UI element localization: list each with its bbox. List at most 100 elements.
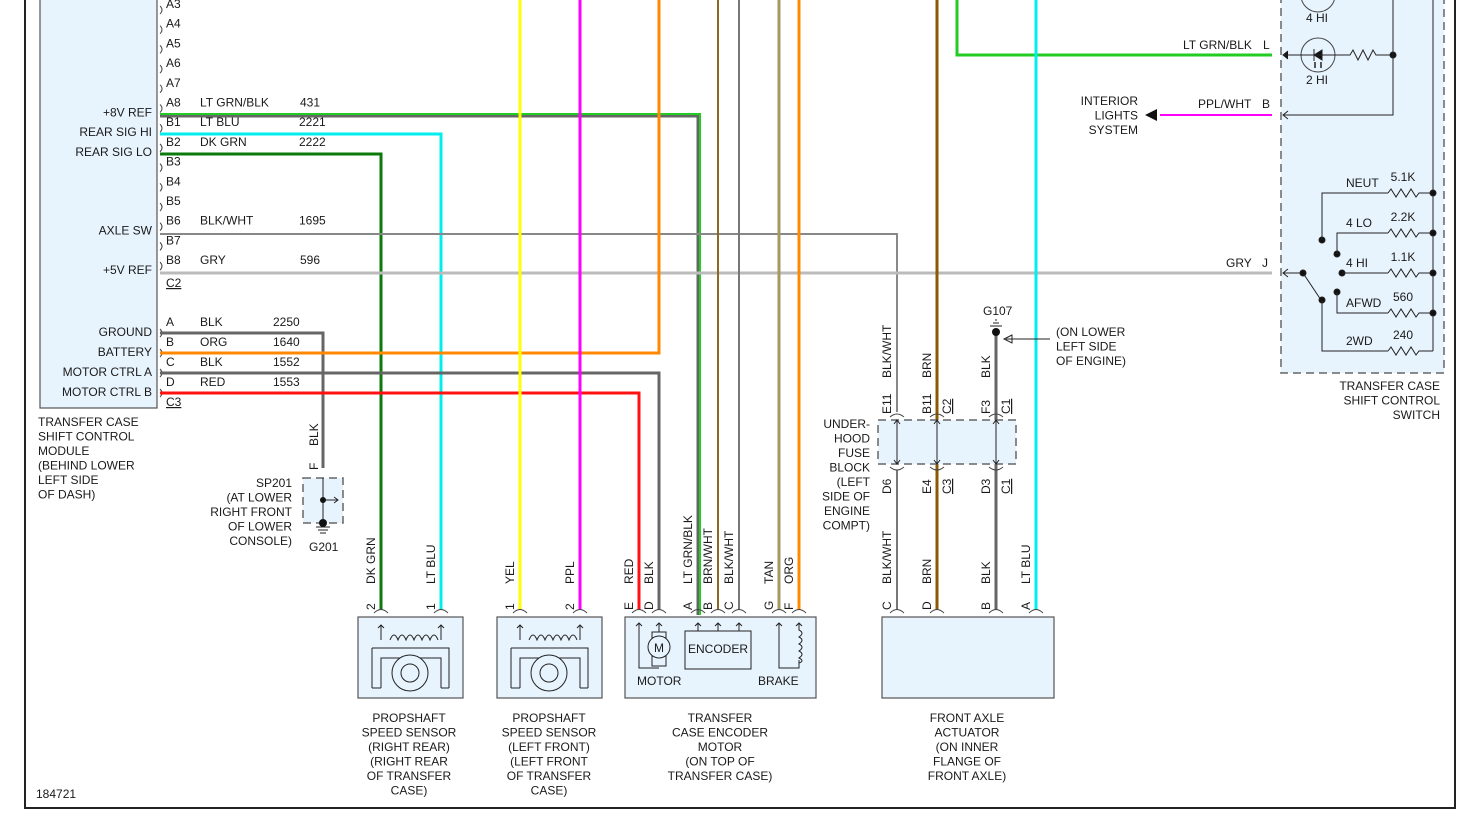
cavity-label: D6: [880, 478, 894, 494]
underhood-fuse-block-box[interactable]: [877, 419, 1017, 465]
wire-color-label: LT BLU: [200, 115, 240, 129]
encoder-title-line: (ON TOP OF: [685, 755, 754, 769]
encoder-title-line: TRANSFER CASE): [668, 769, 773, 783]
pin-label: B: [701, 602, 715, 610]
wire-blk-wht-1695[interactable]: [160, 233, 898, 412]
pin-label: B4: [166, 174, 181, 188]
circuit-number: 2250: [273, 315, 300, 329]
wire-red-1553[interactable]: [160, 391, 641, 610]
wire-color-label: DK GRN: [200, 135, 247, 149]
diagram-frame: [24, 0, 1456, 809]
pin-label: F: [782, 603, 796, 610]
wire-color-label: RED: [200, 375, 226, 389]
wire-color-label: YEL: [503, 561, 517, 584]
wire-blk-1552[interactable]: [160, 371, 661, 610]
switch-position-label: AFWD: [1346, 296, 1382, 310]
pin-label: A: [166, 315, 174, 329]
pin-label: A6: [166, 56, 181, 70]
g107-location-line: OF ENGINE): [1056, 354, 1126, 368]
wire-color-label: ORG: [782, 557, 796, 584]
pin-terminal: [159, 163, 163, 172]
wire-org-1640[interactable]: [160, 0, 661, 355]
circuit-number: 1553: [273, 375, 300, 389]
pin-label: C: [166, 355, 175, 369]
resistor-icon: [1387, 228, 1433, 238]
sensor-title-line: OF TRANSFER: [367, 769, 452, 783]
axle-title-line: FLANGE OF: [933, 755, 1001, 769]
signal-label: MOTOR CTRL B: [62, 385, 152, 399]
connector-pin: [433, 609, 449, 614]
wire-lt-grn-blk-switch[interactable]: [955, 0, 1272, 57]
pin-label: G: [762, 601, 776, 610]
splice-title-line: SP201: [256, 476, 292, 490]
interior-title-line: INTERIOR: [1081, 94, 1139, 108]
pin-label: E: [622, 602, 636, 610]
front-axle-actuator-body[interactable]: [881, 616, 1055, 699]
connector-pin: [373, 609, 389, 614]
motor-symbol: M: [654, 641, 664, 655]
signal-label: +5V REF: [103, 263, 152, 277]
pin-label: D: [642, 601, 656, 610]
wire-blk-2250[interactable]: [160, 331, 325, 468]
axle-title-line: ACTUATOR: [935, 726, 1000, 740]
cavity-label: D3: [979, 478, 993, 494]
sensor-title-line: SPEED SENSOR: [362, 726, 457, 740]
encoder-title-line: TRANSFER: [688, 711, 753, 725]
connector-pin: [988, 413, 1004, 418]
switch-pin-l-label: L: [1263, 38, 1270, 52]
sensor-title-line: CASE): [531, 784, 568, 798]
wire-color-label: DK GRN: [364, 537, 378, 584]
connector-pin: [889, 413, 905, 418]
pin-label: A3: [166, 0, 181, 11]
signal-label: AXLE SW: [99, 224, 153, 238]
signal-label: REAR SIG HI: [79, 125, 152, 139]
pin-label: 2: [563, 603, 577, 610]
pin-label: B: [166, 335, 174, 349]
brake-label: BRAKE: [758, 674, 799, 688]
pin-label: A8: [166, 96, 181, 110]
module-title-line: MODULE: [38, 444, 89, 458]
pin-terminal: [159, 104, 163, 113]
interior-lights-arrow-icon: [1145, 109, 1157, 121]
cavity-label: B11: [920, 393, 934, 414]
module-title-line: (BEHIND LOWER: [38, 459, 135, 473]
module-title-line: OF DASH): [38, 488, 95, 502]
wire-color-label: BLK/WHT: [722, 530, 736, 584]
sensor-title-line: PROPSHAFT: [372, 711, 446, 725]
connector-pin: [929, 609, 945, 614]
ground-g107-icon: [990, 319, 1002, 327]
ppl-wht-wire-label: PPL/WHT: [1198, 97, 1252, 111]
g107-location-line: (ON LOWER: [1056, 325, 1126, 339]
circuit-number: 1552: [273, 355, 300, 369]
wire-lt-grn-blk-431[interactable]: [160, 114, 700, 615]
resistor-value: 5.1K: [1391, 170, 1416, 184]
pin-terminal: [159, 182, 163, 192]
sensor-title-line: SPEED SENSOR: [502, 726, 597, 740]
wire-dk-grn-2222[interactable]: [160, 152, 383, 610]
wire-lt-blu-2221[interactable]: [160, 132, 443, 610]
pin-label: B7: [166, 233, 181, 247]
interior-pin-label: B: [1262, 97, 1270, 111]
pin-label: A7: [166, 76, 181, 90]
wire-color-label: BLK/WHT: [880, 324, 894, 378]
junction-node: [1429, 229, 1437, 237]
shift-control-switch-box[interactable]: [1280, 0, 1445, 374]
encoder-title-line: CASE ENCODER: [672, 726, 768, 740]
g107-pointer-arrow: [1002, 334, 1050, 344]
wire-color-label: BLK: [200, 355, 223, 369]
connector-pin: [690, 609, 706, 614]
wire-lt-grn-blk-431-stripe: [160, 113, 701, 615]
switch-position-label: NEUT: [1346, 176, 1379, 190]
pin-terminal: [159, 123, 163, 133]
ground-g107-label: G107: [983, 304, 1013, 318]
fuse-title-line: COMPT): [823, 519, 870, 533]
cavity-label: F3: [979, 400, 993, 414]
sensor-title-line: PROPSHAFT: [512, 711, 586, 725]
fuse-block-passthroughs: [893, 419, 1000, 465]
resistor-icon: [1387, 346, 1433, 356]
resistor-value: 560: [1393, 290, 1413, 304]
